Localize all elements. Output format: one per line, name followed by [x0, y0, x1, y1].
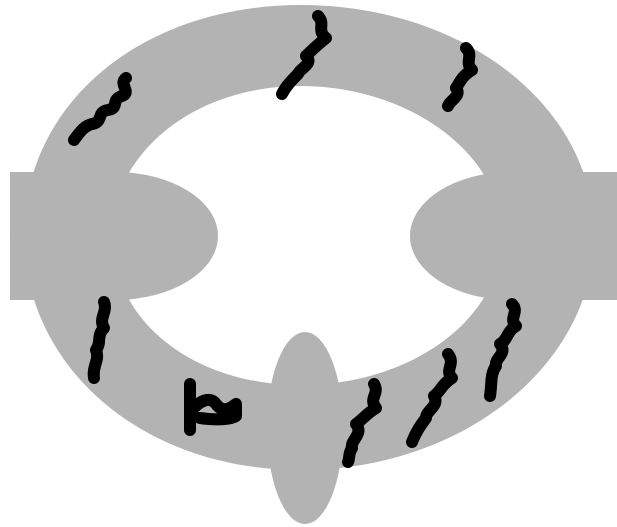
left-lobe	[12, 172, 218, 300]
right-lobe	[410, 172, 612, 300]
bottom-oval	[267, 332, 343, 524]
